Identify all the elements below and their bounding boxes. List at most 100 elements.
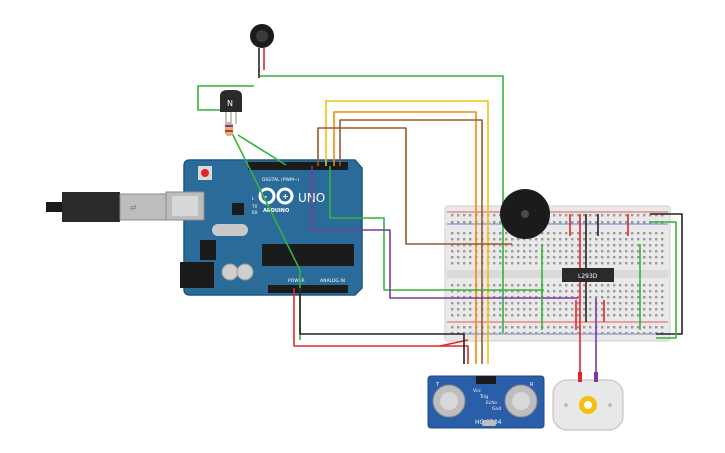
breadboard-hole: [463, 314, 466, 317]
breadboard-hole: [655, 290, 658, 293]
wire-red-5v: [293, 288, 469, 364]
breadboard-hole: [529, 326, 532, 329]
breadboard-hole: [595, 221, 598, 224]
breadboard-hole: [451, 256, 454, 259]
breadboard-holes: [451, 214, 664, 335]
breadboard-hole: [595, 296, 598, 299]
sensor-mark-r: R: [530, 382, 534, 388]
breadboard-hole: [619, 296, 622, 299]
sensor-header[interactable]: [476, 376, 496, 384]
breadboard-hole: [601, 284, 604, 287]
breadboard-hole: [643, 332, 646, 335]
breadboard-hole: [625, 238, 628, 241]
wire-orange-echo: [333, 111, 477, 364]
breadboard-hole: [523, 326, 526, 329]
breadboard-hole: [511, 290, 514, 293]
breadboard-hole: [637, 221, 640, 224]
breadboard-hole: [655, 296, 658, 299]
breadboard-hole: [559, 332, 562, 335]
breadboard-hole: [601, 214, 604, 217]
breadboard-hole: [559, 214, 562, 217]
ultrasonic-sensor[interactable]: Vcc Trig Echo Gnd HC-SR04 T R: [427, 375, 545, 429]
power-analog-header[interactable]: [268, 285, 348, 293]
breadboard-hole: [643, 290, 646, 293]
breadboard-hole: [523, 314, 526, 317]
vibration-motor[interactable]: [250, 24, 274, 78]
breadboard-hole: [583, 284, 586, 287]
breadboard-hole: [613, 244, 616, 247]
dc-motor[interactable]: [552, 372, 624, 431]
breadboard-hole: [649, 262, 652, 265]
breadboard-hole: [517, 250, 520, 253]
breadboard-hole: [469, 314, 472, 317]
breadboard-hole: [637, 302, 640, 305]
breadboard-hole: [631, 250, 634, 253]
breadboard-hole: [649, 326, 652, 329]
arduino-uno-board[interactable]: - + UNO ARDUINO DIGITAL (PWM~) POWER ANA…: [165, 159, 363, 296]
breadboard-hole: [523, 250, 526, 253]
capacitor: [221, 263, 239, 281]
breadboard-hole: [523, 244, 526, 247]
breadboard-hole: [631, 308, 634, 311]
breadboard-hole: [577, 326, 580, 329]
breadboard-hole: [577, 244, 580, 247]
breadboard-hole: [535, 314, 538, 317]
resistor[interactable]: [225, 122, 233, 136]
wire-purple-input: [311, 166, 578, 299]
breadboard-hole: [583, 290, 586, 293]
breadboard-hole: [505, 250, 508, 253]
breadboard-hole: [493, 232, 496, 235]
breadboard-hole: [577, 302, 580, 305]
breadboard-hole: [451, 232, 454, 235]
breadboard-hole: [541, 332, 544, 335]
breadboard-hole: [505, 308, 508, 311]
breadboard-hole: [631, 262, 634, 265]
digital-header[interactable]: [248, 162, 348, 170]
breadboard-hole: [661, 244, 664, 247]
breadboard-hole: [535, 290, 538, 293]
piezo-buzzer[interactable]: [500, 189, 550, 239]
npn-transistor[interactable]: N: [220, 90, 242, 124]
breadboard-hole: [637, 296, 640, 299]
breadboard-hole: [553, 284, 556, 287]
breadboard-hole: [583, 214, 586, 217]
breadboard-hole: [619, 238, 622, 241]
breadboard-hole: [601, 262, 604, 265]
breadboard-hole: [547, 326, 550, 329]
brand-label: ARDUINO: [263, 208, 289, 214]
l293d-chip[interactable]: L293D: [562, 268, 614, 282]
breadboard-hole: [547, 250, 550, 253]
breadboard-hole: [607, 262, 610, 265]
breadboard-hole: [457, 302, 460, 305]
sensor-pin-echo: Echo: [486, 400, 497, 406]
breadboard[interactable]: [444, 205, 671, 342]
breadboard-hole: [559, 221, 562, 224]
breadboard-hole: [529, 262, 532, 265]
breadboard-hole: [463, 244, 466, 247]
breadboard-hole: [535, 284, 538, 287]
breadboard-hole: [649, 290, 652, 293]
breadboard-hole: [517, 284, 520, 287]
breadboard-hole: [571, 314, 574, 317]
breadboard-hole: [457, 314, 460, 317]
breadboard-hole: [631, 256, 634, 259]
breadboard-hole: [583, 308, 586, 311]
breadboard-hole: [451, 221, 454, 224]
breadboard-hole: [595, 290, 598, 293]
breadboard-hole: [655, 308, 658, 311]
breadboard-hole: [571, 250, 574, 253]
breadboard-hole: [571, 214, 574, 217]
breadboard-hole: [505, 290, 508, 293]
breadboard-hole: [463, 302, 466, 305]
breadboard-hole: [463, 262, 466, 265]
breadboard-hole: [529, 284, 532, 287]
breadboard-hole: [553, 221, 556, 224]
breadboard-hole: [493, 214, 496, 217]
breadboard-hole: [469, 308, 472, 311]
breadboard-hole: [571, 244, 574, 247]
breadboard-hole: [643, 302, 646, 305]
breadboard-hole: [601, 302, 604, 305]
breadboard-hole: [577, 332, 580, 335]
breadboard-hole: [613, 256, 616, 259]
breadboard-hole: [589, 332, 592, 335]
